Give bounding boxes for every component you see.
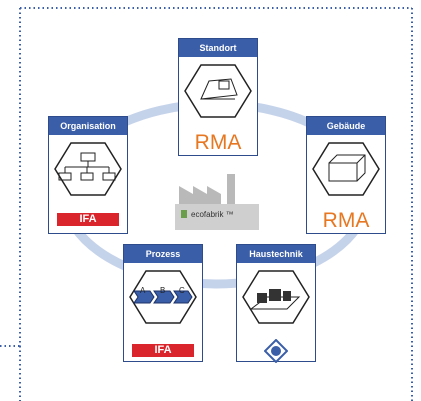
ifa-logo: IFA [132,344,194,357]
building-box-icon [312,142,380,196]
org-chart-icon [54,142,122,196]
center-factory: ecofabrik ™ [175,172,259,230]
card-organisation[interactable]: Organisation IFA [48,116,128,234]
hvac-equipment-icon [242,270,310,324]
card-haustechnik[interactable]: Haustechnik [236,244,316,363]
rma-logo: RMA [322,209,370,232]
ifa-logo: IFA [57,213,119,226]
company-logo-icon [264,339,288,363]
card-title: Standort [179,39,257,57]
step-a: A [140,286,146,295]
rma-logo: RMA [194,131,242,154]
center-label: ecofabrik ™ [191,210,234,219]
card-standort[interactable]: Standort RMA [178,38,258,156]
card-prozess[interactable]: Prozess A B C IFA [123,244,203,362]
step-b: B [160,286,166,295]
factory-icon [175,174,259,230]
card-title: Organisation [49,117,127,135]
card-title: Gebäude [307,117,385,135]
site-plan-icon [184,64,252,118]
card-gebaeude[interactable]: Gebäude RMA [306,116,386,234]
step-c: C [179,286,185,295]
card-title: Haustechnik [237,245,315,263]
process-arrows-icon [129,270,197,324]
card-title: Prozess [124,245,202,263]
